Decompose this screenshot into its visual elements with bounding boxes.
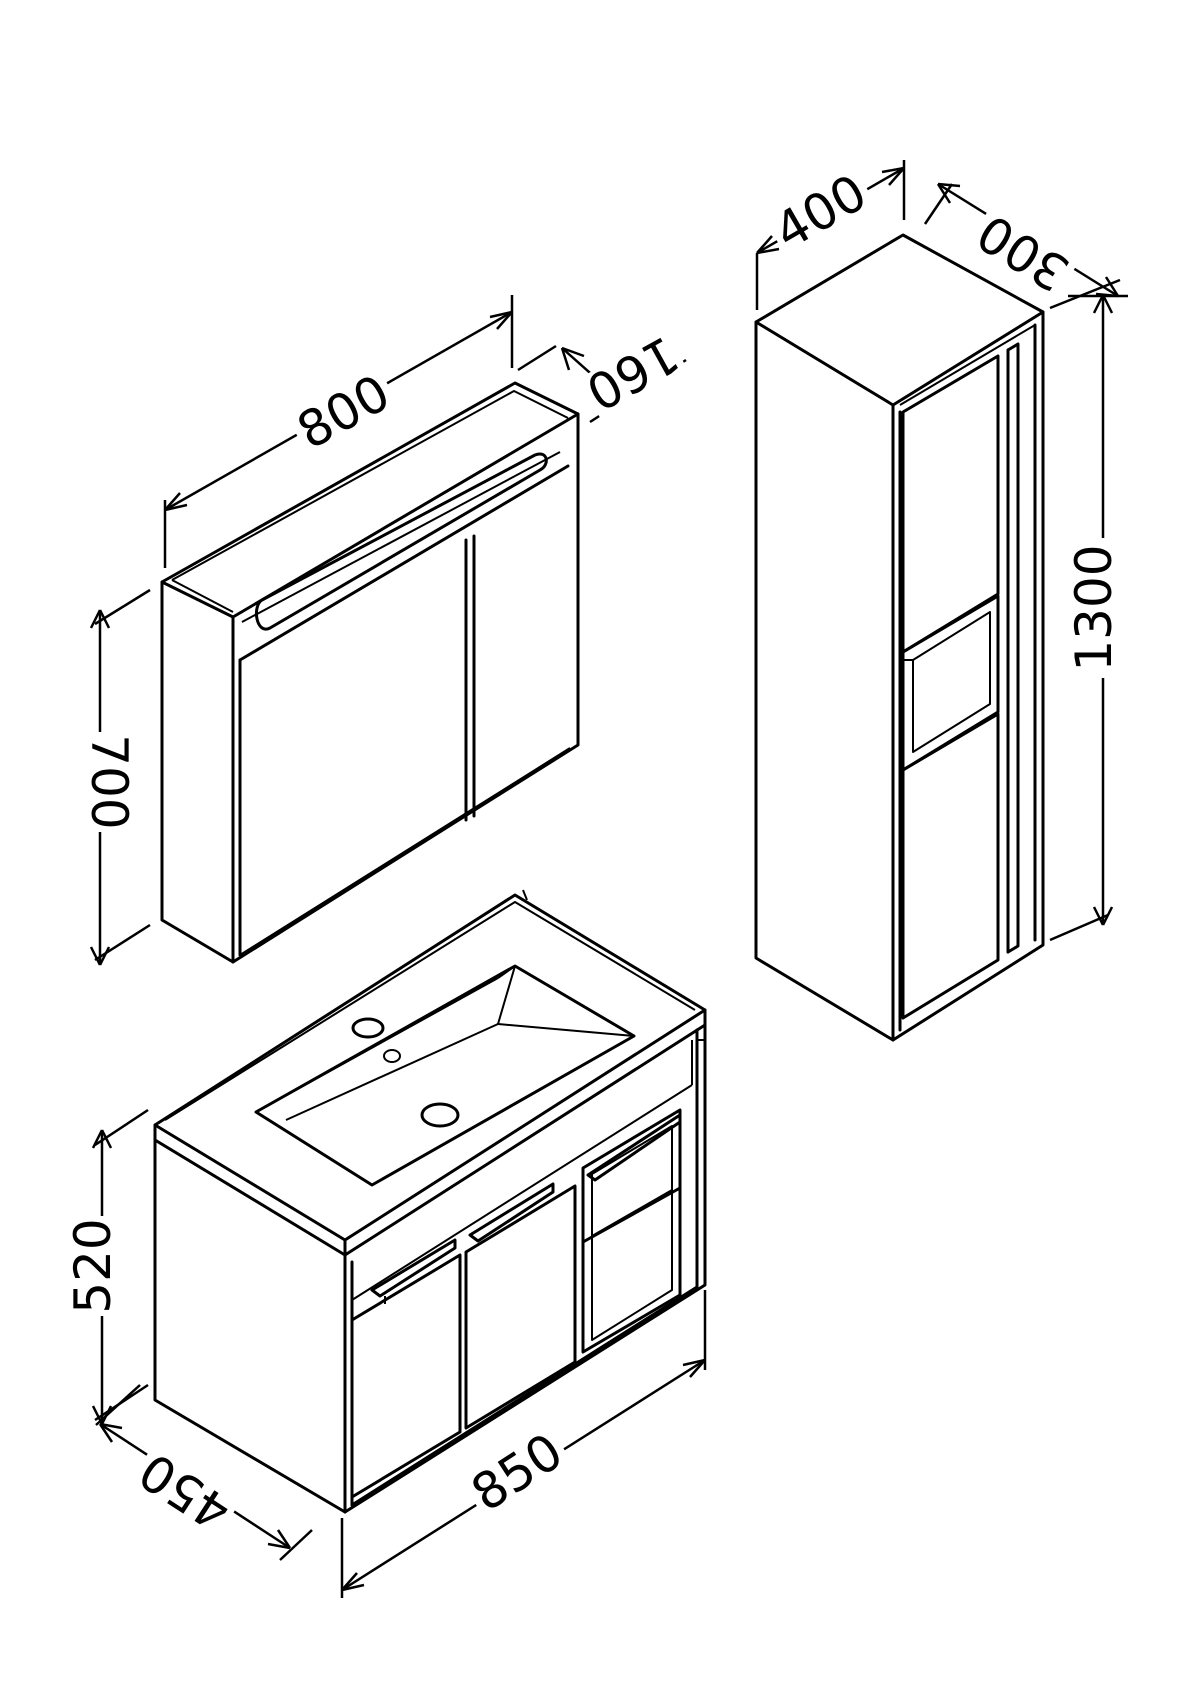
vanity-unit [153, 889, 707, 1514]
vanity-height-label: 520 [64, 1218, 122, 1313]
mirror-depth-label: 160 [577, 324, 689, 421]
mirror-cabinet [160, 381, 580, 964]
tall-cabinet [754, 233, 1045, 1042]
dimension-labels: 800 160 700 400 300 1300 520 850 [64, 163, 1123, 1542]
tall-height-label: 1300 [1065, 544, 1123, 671]
mirror-height-label: 700 [80, 734, 138, 829]
